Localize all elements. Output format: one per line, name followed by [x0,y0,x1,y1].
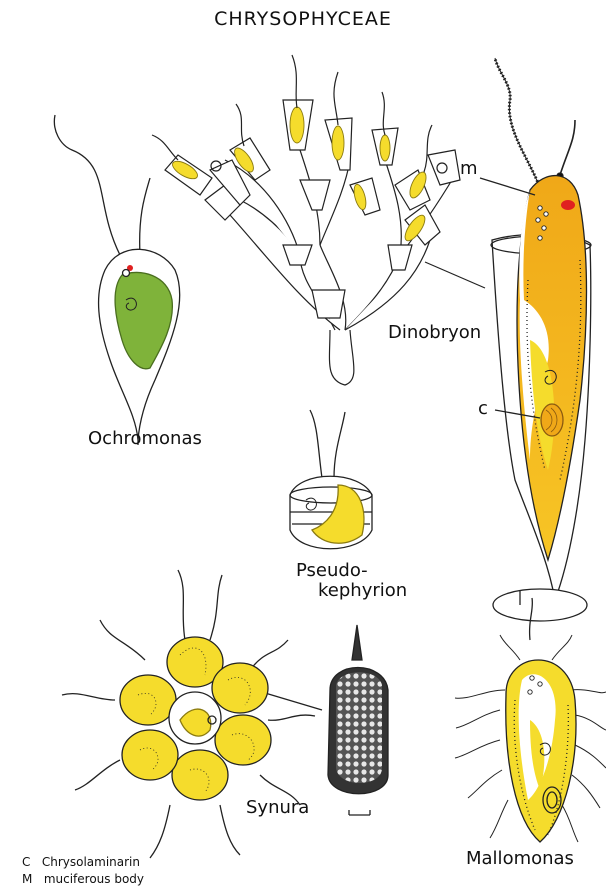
label-ochromonas: Ochromonas [88,428,202,449]
legend-item: M muciferous body [22,872,144,886]
label-mallomonas: Mallomonas [466,848,574,869]
legend-key: M [22,872,32,886]
dinobryon-cell [480,58,591,600]
legend-text: muciferous body [44,872,144,886]
synura-scale-drawing [328,625,388,815]
label-synura: Synura [246,797,309,818]
label-c: c [478,398,488,419]
label-pseudokephyrion-line1: Pseudo- [296,560,368,581]
mallomonas-drawing [455,589,606,842]
figure-title: CHRYSOPHYCEAE [0,8,606,30]
label-dinobryon: Dinobryon [388,322,481,343]
legend-text: Chrysolaminarin [42,855,140,869]
pseudokephyrion-drawing [290,410,372,549]
ochromonas-drawing [54,115,179,445]
legend-key: C [22,855,30,869]
label-m: m [460,158,478,179]
label-pseudokephyrion-line2: kephyrion [318,580,407,601]
legend-item: C Chrysolaminarin [22,855,140,869]
